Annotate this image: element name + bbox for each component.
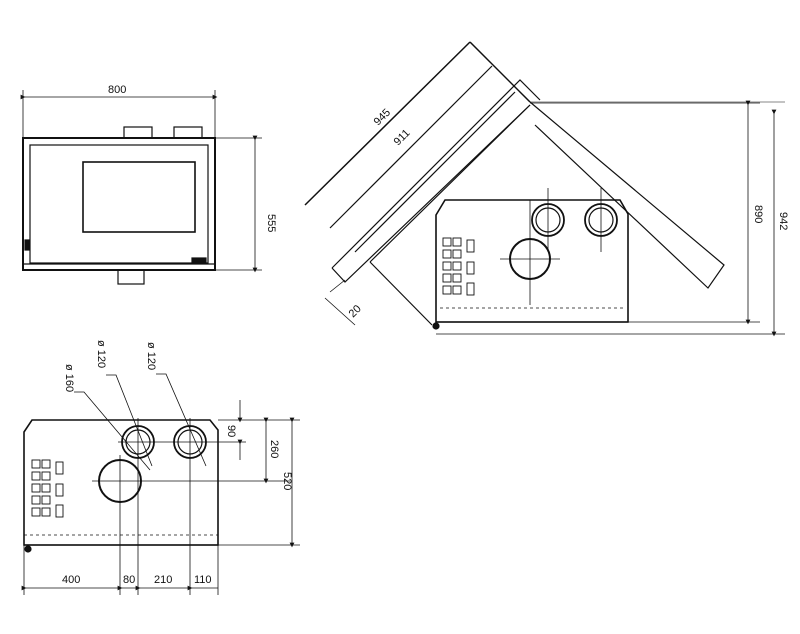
leader-d120-left (106, 374, 153, 467)
back-d120-left-label: ø 120 (95, 340, 107, 368)
dim-20-ext-1 (329, 279, 346, 293)
corner-outer-left-edge (304, 41, 471, 206)
front-width-label: 800 (108, 84, 126, 96)
corner-left-arm-inner (369, 104, 531, 263)
front-glass (82, 161, 196, 233)
back-foot (24, 545, 32, 553)
back-d160-label: ø 160 (63, 364, 75, 392)
corner-mid-left-edge-1 (329, 65, 493, 229)
front-latch (24, 239, 30, 251)
top-flue-stub-right (173, 126, 203, 139)
back-dim-110-label: 110 (194, 574, 212, 586)
dim-20-line (324, 297, 356, 326)
corner-left-arm-bottom (331, 104, 531, 283)
back-appliance-box (23, 419, 219, 546)
back-louvres (31, 459, 64, 518)
corner-right-arm (529, 101, 725, 289)
front-view (20, 90, 262, 285)
front-outer-housing (22, 137, 216, 271)
corner-left-arm-return (369, 261, 433, 326)
corner-left-arm-outer (331, 79, 541, 269)
bottom-outlet (117, 269, 145, 285)
back-dim-400-label: 400 (62, 574, 80, 586)
back-view (21, 373, 300, 595)
corner-louvres (442, 237, 475, 296)
leader-d160 (74, 391, 151, 471)
corner-inner-diag-label: 911 (392, 127, 413, 148)
corner-mid-left-edge-2 (354, 91, 516, 253)
corner-view (304, 41, 785, 337)
corner-outer-top (469, 41, 531, 103)
back-dim-520-label: 520 (281, 472, 293, 490)
back-dim-260-label: 260 (268, 440, 280, 458)
top-flue-stub-left (123, 126, 153, 139)
front-inner-frame (29, 144, 209, 264)
corner-offset-label: 20 (347, 303, 364, 320)
corner-outer-diag-label: 945 (372, 107, 393, 128)
back-dim-80-label: 80 (123, 574, 135, 586)
leader-d120-right (156, 373, 207, 467)
front-height-label: 555 (265, 214, 277, 232)
corner-outer-height-label: 942 (777, 212, 789, 230)
back-d120-right-label: ø 120 (145, 342, 157, 370)
back-dim-90-label: 90 (225, 425, 237, 437)
back-dim-210-label: 210 (154, 574, 172, 586)
corner-height-label: 890 (752, 205, 764, 223)
corner-foot (432, 322, 440, 330)
front-badge (191, 257, 207, 263)
